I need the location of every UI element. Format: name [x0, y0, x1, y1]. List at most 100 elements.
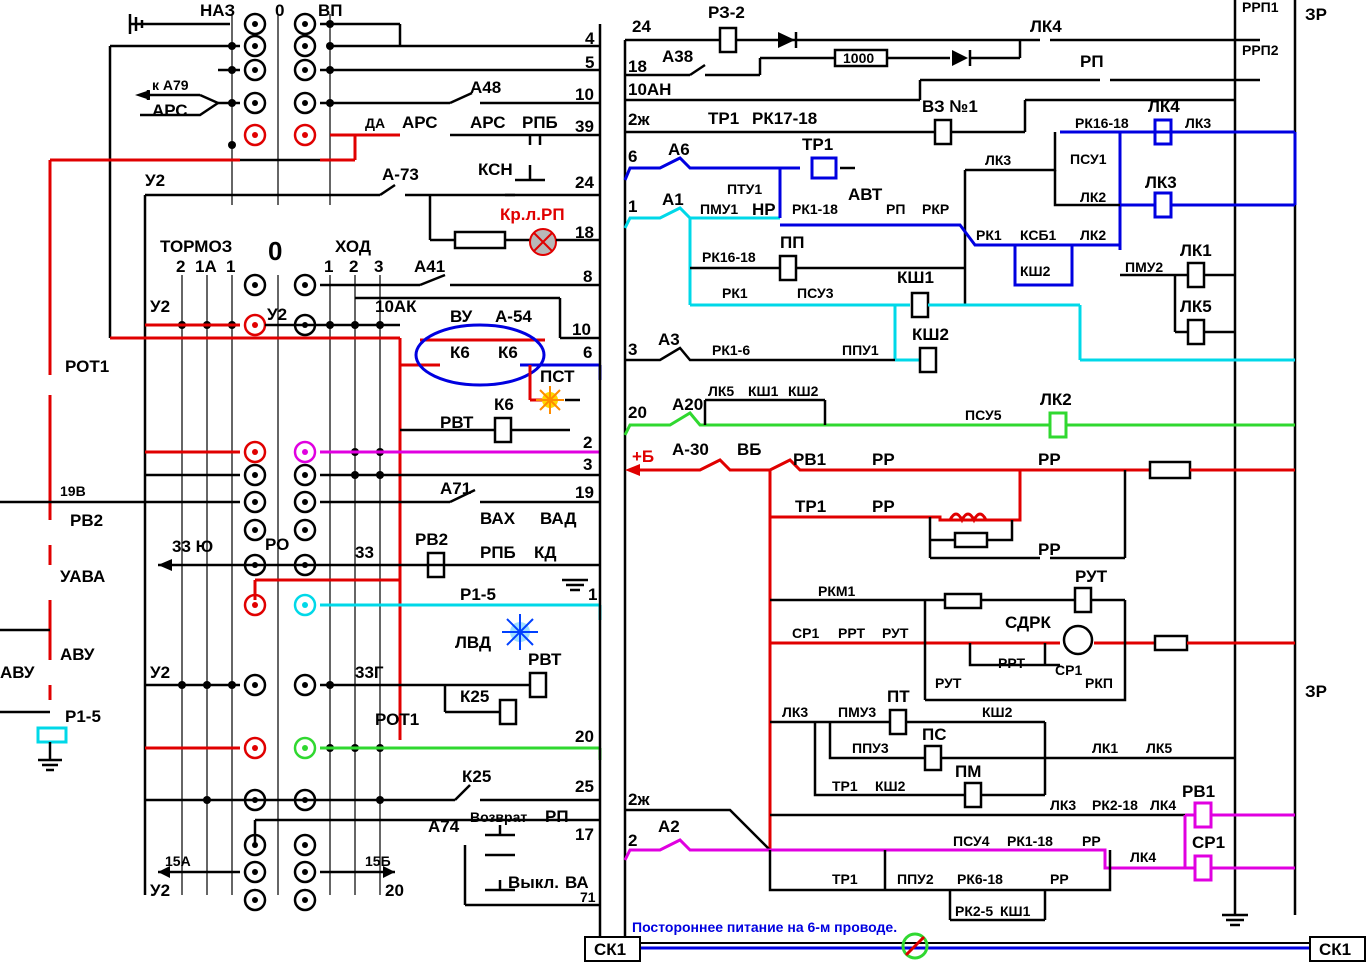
wire-number: 3 — [583, 455, 592, 474]
tr1-label: ТР1 — [708, 109, 739, 128]
highlight-ellipse — [414, 323, 546, 387]
rp-label: РП — [545, 807, 569, 826]
vozvrat-button-icon[interactable] — [485, 825, 515, 857]
wire-10an: 10АН — [628, 80, 671, 99]
contact-center-dot — [302, 745, 308, 751]
ksh1-label: КШ1 — [897, 268, 934, 287]
zr-label: ЗР — [1305, 5, 1327, 24]
lk5-coil-icon — [1186, 318, 1206, 346]
ksn-label: КСН — [478, 160, 513, 179]
contact-center-dot — [302, 67, 308, 73]
a41-label: А41 — [414, 257, 445, 276]
contact-center-dot — [252, 499, 258, 505]
wire-18: 18 — [628, 57, 647, 76]
wire-number: 4 — [585, 29, 595, 48]
rkp-label: РКП — [1085, 675, 1113, 691]
resistor-icon — [943, 592, 983, 610]
rk1-18-label: РК1-18 — [1007, 833, 1053, 849]
rpb-contact-icon — [528, 135, 542, 145]
a38-label: А38 — [662, 47, 693, 66]
vykl-label: Выкл. — [508, 873, 559, 892]
u2-label: У2 — [150, 663, 170, 682]
naz-label: НАЗ — [200, 1, 235, 20]
rv2-coil-icon — [426, 551, 446, 579]
vykl-button-icon[interactable] — [485, 880, 515, 892]
kr-l-rp-label: Кр.л.РП — [500, 205, 565, 224]
lk5-label: ЛК5 — [1146, 740, 1172, 756]
wire-2: 2 — [628, 831, 637, 850]
33-label: 33 — [355, 543, 374, 562]
wire-number: 39 — [575, 117, 594, 136]
sdrk-label: СДРК — [1005, 613, 1052, 632]
sr1-label: СР1 — [1192, 833, 1225, 852]
lk2-coil-icon — [1048, 411, 1068, 439]
a1-label: А1 — [662, 190, 684, 209]
p15-coil-icon — [36, 726, 68, 744]
wire-number: 8 — [583, 267, 592, 286]
rv1-label: РВ1 — [793, 450, 826, 469]
lk1-label: ЛК1 — [1092, 740, 1118, 756]
ksh1-label: КШ1 — [1000, 903, 1031, 919]
kd-label: КД — [534, 543, 557, 562]
contact-center-dot — [302, 682, 308, 688]
pp-coil-icon — [778, 254, 798, 282]
contact-center-dot — [302, 897, 308, 903]
ars-arrow-icon — [135, 90, 219, 117]
resistor-1000-label: 1000 — [843, 50, 874, 66]
contact-center-dot — [252, 472, 258, 478]
wire-number: 10 — [575, 85, 594, 104]
vakh-label: ВАХ — [480, 509, 516, 528]
71-label: 71 — [580, 889, 596, 905]
pmu2-label: ПМУ2 — [1125, 259, 1163, 275]
ro-label: РО — [265, 535, 289, 554]
rk1-label: РК1 — [976, 227, 1002, 243]
wire-number: 6 — [583, 343, 592, 362]
ksh2-label: КШ2 — [875, 778, 906, 794]
contact-center-dot — [252, 322, 258, 328]
wire-3: 3 — [628, 340, 637, 359]
rot1-label: РОТ1 — [375, 710, 419, 729]
lk2-label: ЛК2 — [1080, 189, 1106, 205]
lk3-label: ЛК3 — [1050, 797, 1076, 813]
k6-label: К6 — [498, 343, 518, 362]
avt-label: АВТ — [848, 185, 883, 204]
contact-center-dot — [252, 869, 258, 875]
tr1-label: ТР1 — [832, 778, 858, 794]
rkm1-label: РКМ1 — [818, 583, 856, 599]
rr-label: РР — [1050, 871, 1069, 887]
ksn-button-icon[interactable] — [505, 165, 545, 197]
tr1-coil-icon — [810, 156, 838, 180]
lk4-label: ЛК4 — [1148, 97, 1180, 116]
top-wires — [108, 22, 600, 338]
footer-note: Постороннее питание на 6-м проводе. — [632, 919, 897, 935]
rr-label: РР — [1038, 450, 1061, 469]
ars-left-label: АРС — [152, 101, 187, 120]
wire-number: 24 — [575, 173, 594, 192]
rv1-label: РВ1 — [1182, 782, 1215, 801]
k25-coil-icon — [498, 698, 518, 726]
zr-label: ЗР — [1305, 682, 1327, 701]
tr1-label: ТР1 — [795, 497, 826, 516]
wire-1: 1 — [628, 197, 637, 216]
lvd-spark-icon — [502, 614, 538, 650]
ps-label: ПС — [922, 725, 947, 744]
rp-label: РП — [1080, 52, 1104, 71]
ground-icon — [1222, 913, 1248, 927]
relay-coil-icon — [718, 26, 738, 54]
lk2-label: ЛК2 — [1040, 390, 1072, 409]
contact-center-dot — [252, 745, 258, 751]
19v-label: 19В — [60, 483, 86, 499]
uava-label: УАВА — [60, 567, 105, 586]
wire-20: 20 — [628, 403, 647, 422]
wire-plus-b: +Б — [632, 447, 654, 466]
rrt-label: РРТ — [838, 625, 865, 641]
zero-big-label: 0 — [268, 236, 282, 266]
vb-label: ВБ — [737, 440, 762, 459]
rkr-label: РКР — [922, 201, 949, 217]
ground-icon — [128, 14, 230, 34]
wire-number: 25 — [575, 777, 594, 796]
contact-center-dot — [302, 43, 308, 49]
a54-label: А-54 — [495, 307, 532, 326]
resistor-icon — [453, 230, 507, 250]
contact-center-dot — [302, 499, 308, 505]
